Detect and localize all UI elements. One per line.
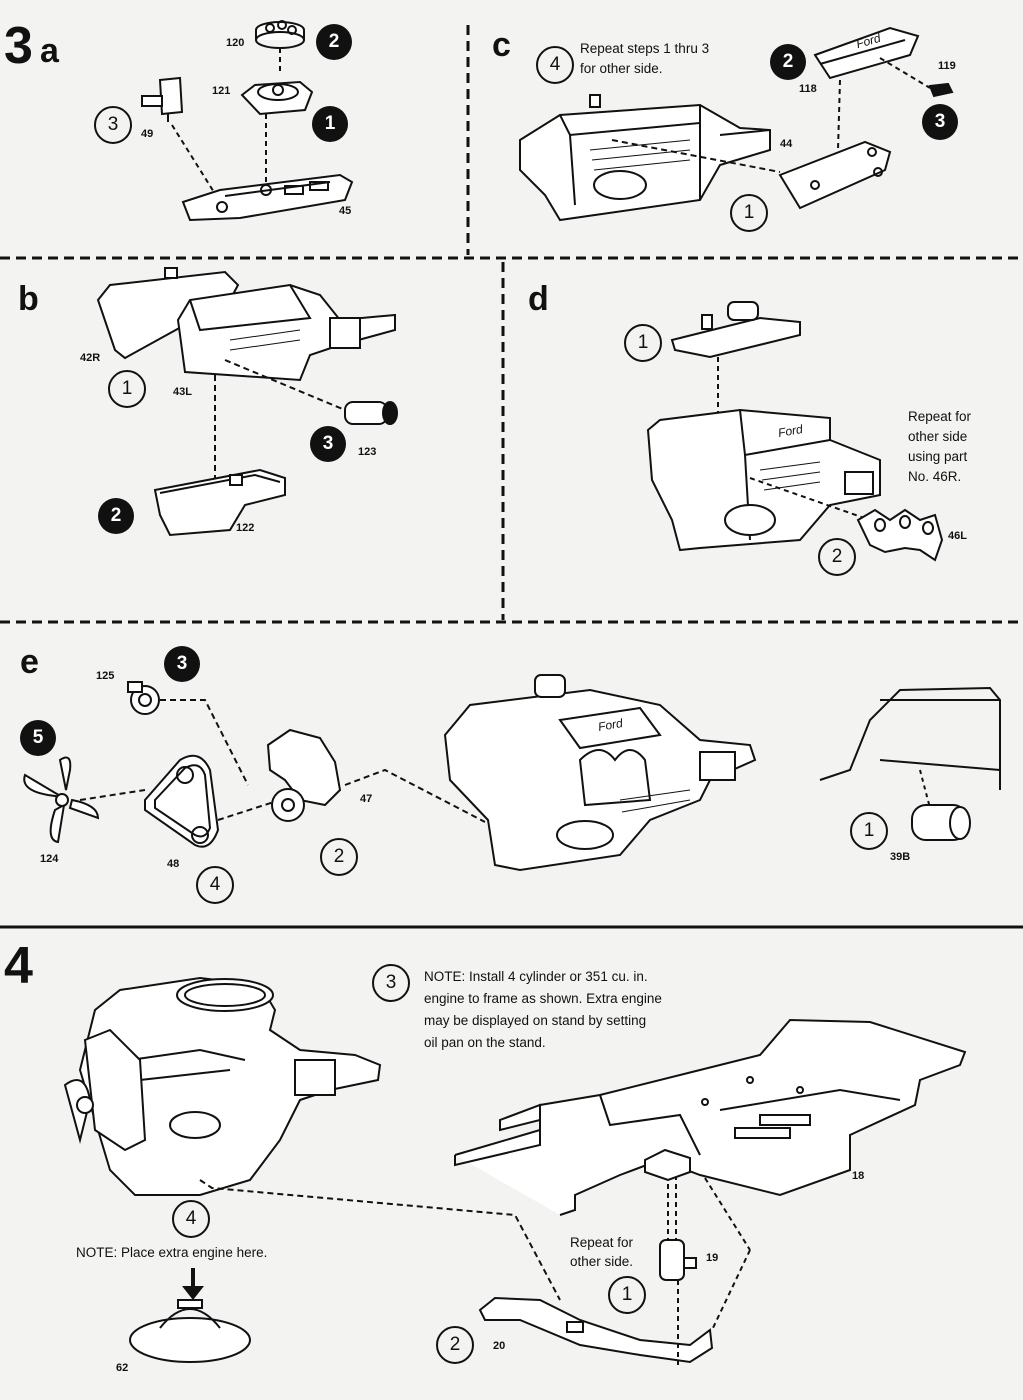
step-4-repeat-line1: Repeat for — [570, 1235, 634, 1250]
manifold-46L-drawing — [856, 508, 944, 562]
engine-block-44-drawing — [519, 94, 771, 222]
head-drawing — [778, 140, 892, 210]
marker-b-2: 2 — [98, 498, 134, 534]
valve-cover-118-drawing — [813, 26, 920, 80]
part-label-39B: 39B — [890, 851, 911, 863]
intake-45-drawing — [181, 173, 354, 222]
marker-d-2: 2 — [818, 538, 856, 576]
marker-a-1: 1 — [312, 106, 348, 142]
part-label-43L: 43L — [173, 386, 192, 398]
engine-assembled-e-drawing — [443, 674, 757, 872]
step-4-note-line3: may be displayed on stand by setting — [424, 1013, 647, 1028]
part-label-47: 47 — [360, 793, 373, 805]
marker-e-5: 5 — [20, 720, 56, 756]
marker-c-3: 3 — [922, 104, 958, 140]
pulley-125-drawing — [127, 681, 160, 715]
mount-19-drawing — [659, 1239, 697, 1281]
marker-4-3: 3 — [372, 964, 410, 1002]
engine-half-43L-drawing — [176, 283, 396, 382]
frame-18-drawing — [454, 1018, 967, 1216]
part-label-125: 125 — [96, 670, 115, 682]
step-3b-letter: b — [18, 280, 39, 318]
step-3a-letter: a — [40, 32, 59, 70]
part-label-20: 20 — [493, 1340, 506, 1352]
marker-e-4: 4 — [196, 866, 234, 904]
step-3d-note-line2: other side — [908, 429, 968, 444]
marker-e-1: 1 — [850, 812, 888, 850]
water-pump-47-drawing — [266, 728, 342, 822]
part-label-123: 123 — [358, 446, 377, 458]
fender-detail-drawing — [819, 686, 1001, 809]
crossmember-20-drawing — [478, 1296, 714, 1364]
marker-e-2: 2 — [320, 838, 358, 876]
marker-d-1: 1 — [624, 324, 662, 362]
engine-4cyl-drawing — [63, 976, 382, 1196]
step-3c-instruction-line2: for other side. — [580, 61, 663, 76]
marker-a-3: 3 — [94, 106, 132, 144]
marker-b-3: 3 — [310, 426, 346, 462]
marker-c-1: 1 — [730, 194, 768, 232]
step-3d-note-line1: Repeat for — [908, 409, 972, 424]
step-4-number: 4 — [4, 937, 33, 995]
sender-49-drawing — [141, 76, 184, 122]
part-label-42R: 42R — [80, 352, 101, 364]
marker-c-4: 4 — [536, 46, 574, 84]
part-label-119: 119 — [938, 60, 956, 72]
part-label-118: 118 — [799, 83, 817, 95]
step-4-note-line4: oil pan on the stand. — [424, 1035, 546, 1050]
part-label-121: 121 — [212, 85, 231, 97]
step-3d-note-line4: No. 46R. — [908, 469, 962, 484]
mount-39B-drawing — [911, 804, 971, 841]
oil-pan-122-drawing — [153, 468, 286, 537]
plug-119-drawing — [928, 82, 954, 98]
intake-d-drawing — [670, 301, 801, 359]
part-label-46L: 46L — [948, 530, 967, 542]
distributor-121-drawing — [240, 80, 314, 116]
step-4-note-line2: engine to frame as shown. Extra engine — [424, 991, 662, 1006]
step-3-number: 3 — [4, 17, 33, 75]
part-label-48: 48 — [167, 858, 180, 870]
marker-4-2: 2 — [436, 1326, 474, 1364]
part-label-18: 18 — [852, 1170, 865, 1182]
step-3c-letter: c — [492, 26, 511, 64]
step-3d-note-line3: using part — [908, 449, 968, 464]
fan-124-drawing — [23, 756, 100, 844]
marker-a-2: 2 — [316, 24, 352, 60]
part-label-120: 120 — [226, 37, 245, 49]
step-4-repeat-line2: other side. — [570, 1254, 634, 1269]
starter-123-drawing — [344, 401, 398, 425]
belt-48-drawing — [144, 754, 220, 848]
marker-b-1: 1 — [108, 370, 146, 408]
marker-4-4: 4 — [172, 1200, 210, 1238]
marker-4-1: 1 — [608, 1276, 646, 1314]
cap-120-drawing — [255, 20, 305, 49]
part-label-19: 19 — [706, 1252, 719, 1264]
part-label-45: 45 — [339, 205, 352, 217]
step-3d-letter: d — [528, 280, 549, 318]
step-3e-letter: e — [20, 643, 39, 681]
part-label-124: 124 — [40, 853, 59, 865]
part-label-49: 49 — [141, 128, 154, 140]
step-3c-instruction-line1: Repeat steps 1 thru 3 — [580, 41, 710, 56]
stand-62-drawing — [129, 1299, 251, 1363]
part-label-44: 44 — [780, 138, 793, 150]
part-label-122: 122 — [236, 522, 255, 534]
engine-d-drawing — [646, 408, 881, 552]
step-4-stand-note: NOTE: Place extra engine here. — [76, 1245, 268, 1260]
arrow-to-stand — [182, 1268, 204, 1300]
part-label-62: 62 — [116, 1362, 129, 1374]
marker-c-2: 2 — [770, 44, 806, 80]
step-4-note-line1: NOTE: Install 4 cylinder or 351 cu. in. — [424, 969, 648, 984]
marker-e-3: 3 — [164, 646, 200, 682]
